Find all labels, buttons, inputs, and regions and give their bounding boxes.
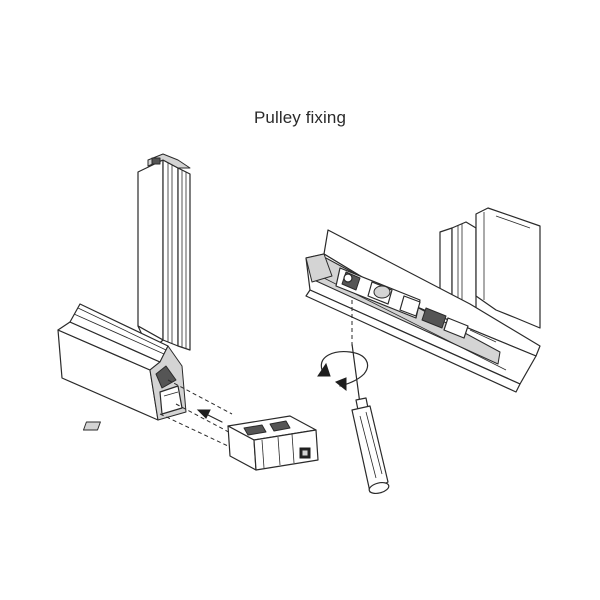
right-horizontal-profile bbox=[305, 229, 541, 393]
left-arrow-icon bbox=[196, 409, 223, 423]
left-frame-assembly bbox=[57, 153, 319, 471]
diagram-title: Pulley fixing bbox=[253, 108, 346, 127]
rotation-arrow-icon bbox=[317, 351, 369, 392]
horizontal-profile bbox=[57, 303, 187, 421]
pulley-block bbox=[82, 415, 319, 471]
screwdriver-icon bbox=[351, 343, 390, 495]
right-frame-assembly bbox=[305, 207, 541, 495]
vertical-profile bbox=[137, 153, 191, 353]
